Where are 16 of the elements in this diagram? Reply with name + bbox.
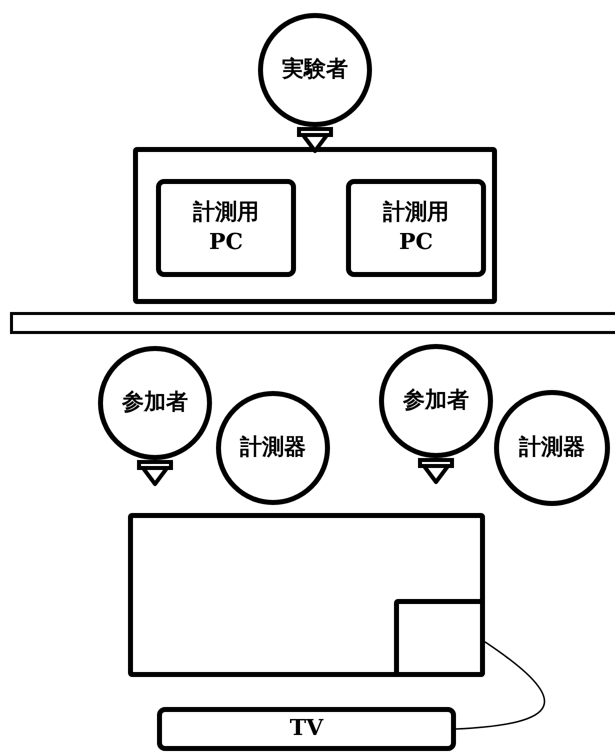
console-box xyxy=(394,599,485,677)
node-label: 計測器 xyxy=(519,433,585,462)
tv-box xyxy=(157,707,456,751)
partition-bar xyxy=(10,312,615,334)
node-label: 計測器 xyxy=(240,433,306,462)
pc-box xyxy=(346,179,486,277)
table-box xyxy=(128,513,485,677)
node-label: 参加者 xyxy=(403,386,469,416)
node-label: 実験者 xyxy=(282,55,348,84)
node-label: TV xyxy=(290,714,324,744)
node-label: 計測用PC xyxy=(382,198,450,257)
node-label: 参加者 xyxy=(122,388,188,418)
node-label: 計測用PC xyxy=(192,198,260,257)
desk-box xyxy=(133,147,497,304)
pc-box xyxy=(156,179,296,277)
cable-line xyxy=(456,641,545,730)
